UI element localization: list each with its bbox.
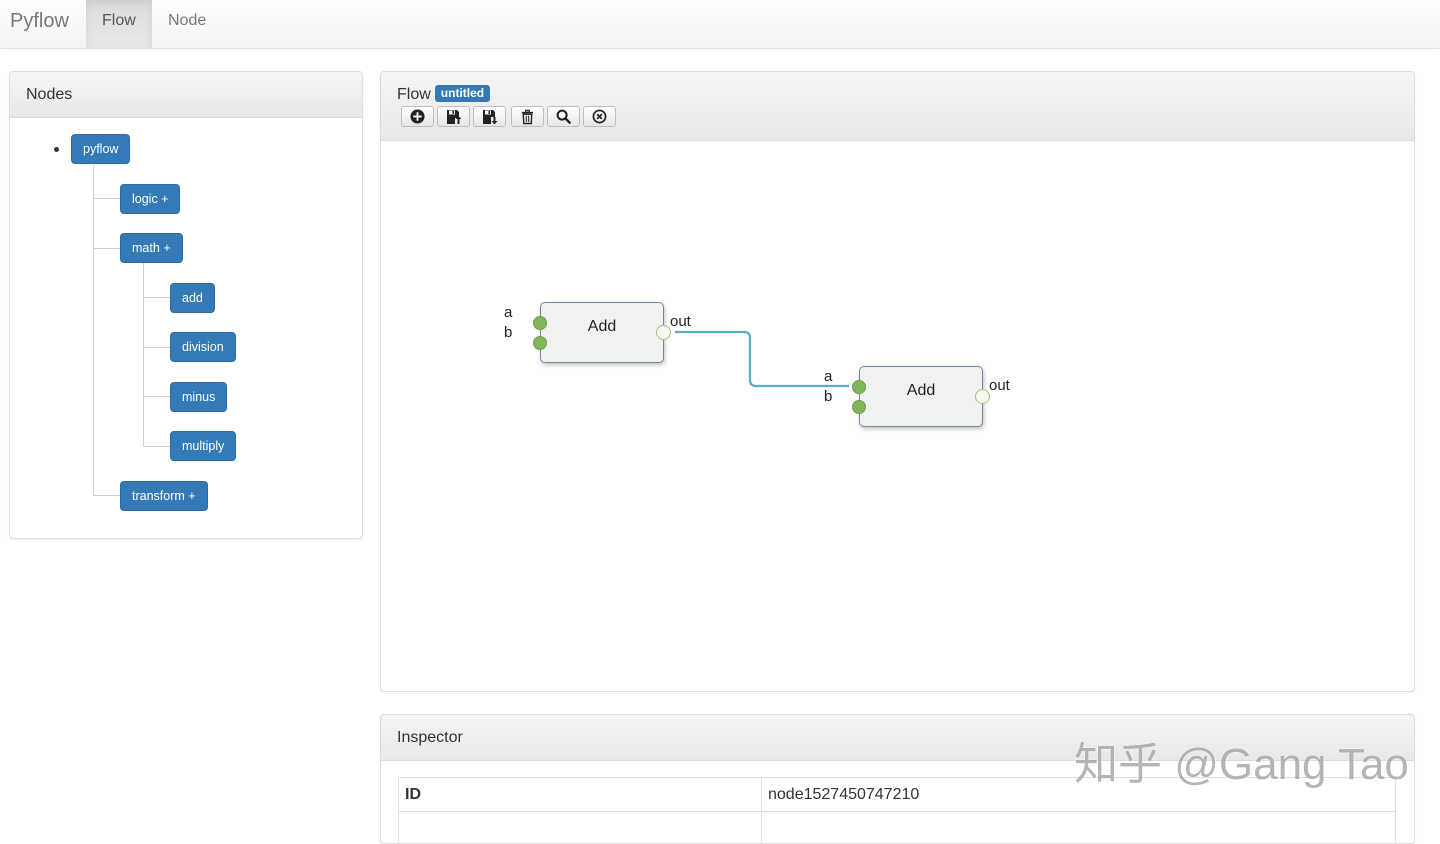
flow-name-badge[interactable]: untitled: [435, 85, 490, 102]
tree-bullet: [54, 147, 59, 152]
tree-node-pyflow[interactable]: pyflow: [71, 134, 130, 164]
tree-node-math[interactable]: math +: [120, 233, 183, 263]
node1-input-b-port[interactable]: [533, 336, 547, 350]
tree-line-multiply: [143, 446, 170, 447]
search-button[interactable]: [547, 106, 580, 127]
save-upload-button[interactable]: [437, 106, 470, 127]
inspector-key: [399, 812, 762, 844]
inspector-value[interactable]: [762, 812, 1396, 844]
node1-input-a-port[interactable]: [533, 316, 547, 330]
inspector-key-id: ID: [399, 778, 762, 812]
tree-node-add[interactable]: add: [170, 283, 215, 313]
inspector-table: ID node1527450747210: [398, 777, 1396, 844]
save-download-button[interactable]: [473, 106, 506, 127]
tree-node-multiply[interactable]: multiply: [170, 431, 236, 461]
tree-node-logic[interactable]: logic +: [120, 184, 180, 214]
tree-line-math-children: [143, 263, 144, 446]
tree-node-minus[interactable]: minus: [170, 382, 227, 412]
brand-logo[interactable]: Pyflow: [10, 10, 69, 33]
tree-line-division: [143, 347, 170, 348]
inspector-value-id[interactable]: node1527450747210: [762, 778, 1396, 812]
tree-node-transform[interactable]: transform +: [120, 481, 208, 511]
flow-canvas[interactable]: a b Add out a b Add out: [381, 141, 1414, 691]
edge-add1-out-to-add2-a[interactable]: [675, 332, 849, 386]
node2-output-label: out: [989, 377, 1010, 394]
delete-button[interactable]: [511, 106, 544, 127]
save-icon: [482, 109, 498, 125]
nodes-panel: Nodes pyflow logic + math + add division…: [9, 71, 363, 539]
flow-title: Flow: [397, 86, 431, 103]
node1-output-port[interactable]: [656, 325, 671, 340]
search-icon: [556, 109, 571, 124]
upload-icon: [446, 109, 462, 125]
table-row: [399, 812, 1396, 844]
tree-line-add: [143, 297, 170, 298]
flow-node-add-1[interactable]: Add: [540, 302, 664, 363]
node2-input-a-port[interactable]: [852, 380, 866, 394]
tab-node[interactable]: Node: [152, 0, 222, 48]
node2-output-port[interactable]: [975, 389, 990, 404]
flow-node-add-2[interactable]: Add: [859, 366, 983, 427]
add-icon: [410, 109, 425, 124]
node1-input-b-label: b: [504, 324, 512, 341]
add-node-button[interactable]: [401, 106, 434, 127]
inspector-panel: Inspector ID node1527450747210: [380, 714, 1415, 844]
tree-line-root: [93, 165, 94, 495]
tree-line-minus: [143, 396, 170, 397]
navbar: Pyflow Flow Node: [0, 0, 1440, 49]
node2-input-b-label: b: [824, 388, 832, 405]
node1-output-label: out: [670, 313, 691, 330]
tree-line-transform: [93, 495, 120, 496]
node2-input-a-label: a: [824, 368, 832, 385]
tree-node-division[interactable]: division: [170, 332, 236, 362]
trash-icon: [520, 109, 535, 125]
inspector-title: Inspector: [381, 715, 1414, 761]
tree-line-math: [93, 248, 120, 249]
tree-line-logic: [93, 198, 120, 199]
node1-title: Add: [588, 318, 616, 335]
close-circle-icon: [592, 109, 607, 124]
nodes-panel-title: Nodes: [10, 72, 362, 118]
node1-input-a-label: a: [504, 304, 512, 321]
table-row: ID node1527450747210: [399, 778, 1396, 812]
clear-button[interactable]: [583, 106, 616, 127]
tab-flow[interactable]: Flow: [86, 0, 152, 48]
node2-input-b-port[interactable]: [852, 400, 866, 414]
node2-title: Add: [907, 382, 935, 399]
